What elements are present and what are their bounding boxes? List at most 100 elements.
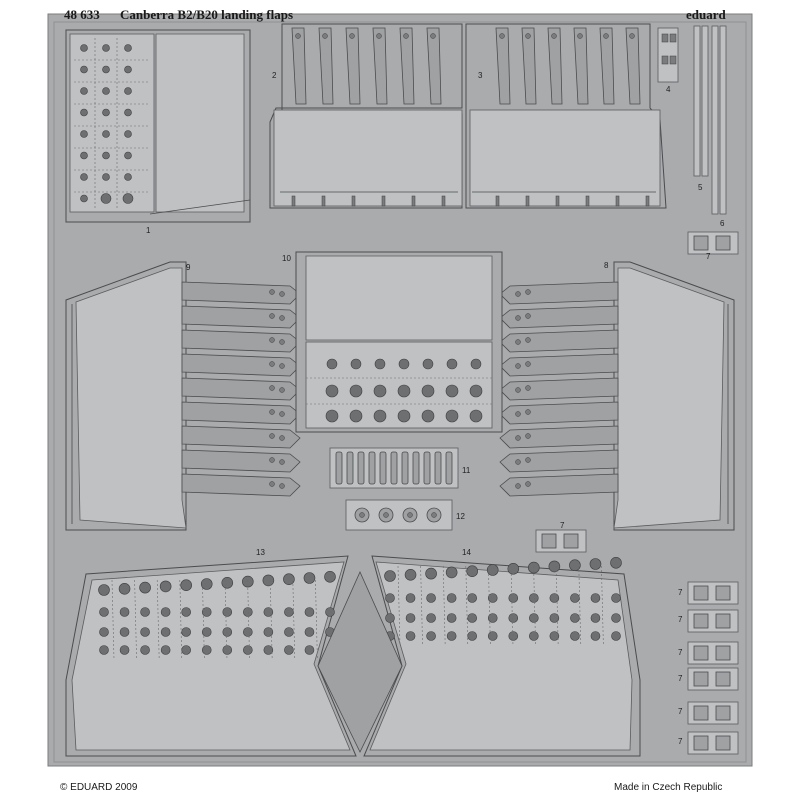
tab-slot — [291, 195, 296, 207]
rivet-hole — [80, 65, 88, 74]
lightening-hole — [180, 579, 192, 592]
rib-hole — [269, 385, 275, 391]
part-number-9: 9 — [186, 263, 191, 272]
part-number-3: 3 — [478, 71, 483, 80]
lightening-hole — [303, 572, 316, 584]
bracket-tab — [693, 705, 709, 721]
lightening-hole — [349, 384, 363, 398]
rivet-hole — [102, 130, 110, 138]
rib-hole — [279, 363, 285, 369]
star-center — [359, 512, 365, 518]
hinge-rib — [573, 27, 589, 105]
hinge-rib — [291, 27, 307, 105]
lightening-hole — [201, 607, 212, 617]
lightening-hole — [508, 631, 519, 641]
lightening-hole — [610, 556, 622, 569]
tab-slot — [495, 195, 500, 207]
flap-rib — [181, 449, 301, 473]
rivet-hole — [80, 108, 88, 117]
rib-hole — [349, 33, 355, 39]
rivet-hole — [100, 193, 112, 204]
lightening-hole — [611, 631, 621, 641]
lightening-hole — [325, 607, 335, 617]
rivet-hole — [80, 173, 88, 181]
lightening-hole — [304, 627, 315, 637]
product-code: 48 633 — [64, 7, 100, 22]
lightening-hole — [487, 613, 498, 623]
rib-hole — [279, 411, 285, 417]
bracket-tab — [715, 235, 731, 251]
bracket-tab — [715, 645, 731, 661]
rivet-line — [224, 579, 228, 661]
lightening-hole — [405, 593, 416, 603]
lightening-hole — [446, 631, 457, 641]
part-number-8: 8 — [604, 261, 609, 270]
lightening-hole — [398, 358, 410, 370]
rivet-line — [533, 565, 536, 647]
rivet-hole — [122, 193, 134, 204]
rib-hole — [525, 385, 531, 391]
lightening-hole — [487, 593, 498, 603]
lightening-hole — [446, 358, 458, 370]
rivet-line — [202, 579, 205, 661]
lightening-hole — [426, 593, 436, 603]
rivet-line — [420, 565, 423, 647]
rivet-hole — [124, 173, 132, 181]
lightening-hole — [467, 631, 477, 641]
rib-hole — [322, 33, 328, 39]
lightening-hole — [263, 627, 274, 637]
slot-tab — [335, 451, 343, 485]
tab-slot — [381, 195, 386, 207]
flap-rib — [181, 377, 301, 401]
part-number-5: 5 — [698, 183, 703, 192]
rivet-hole — [124, 108, 132, 117]
slot-tab — [368, 451, 376, 485]
lightening-hole — [160, 607, 171, 617]
rib-hole — [269, 337, 275, 343]
rib-hole — [515, 387, 521, 393]
rivet-line — [247, 579, 250, 661]
lightening-hole — [404, 568, 417, 581]
rib-hole — [279, 387, 285, 393]
lightening-hole — [324, 570, 336, 583]
rib-hole — [629, 33, 635, 39]
tab-slot — [645, 195, 650, 207]
lightening-hole — [570, 631, 580, 641]
part-4 — [657, 27, 679, 83]
rib-hole — [430, 33, 436, 39]
lightening-hole — [139, 581, 151, 594]
lightening-hole — [222, 627, 233, 637]
rib-hole — [269, 433, 275, 439]
slot-tab — [423, 451, 431, 485]
bracket-tab — [693, 671, 709, 687]
slot-tab — [445, 451, 453, 485]
hinge-rib — [625, 27, 641, 105]
lightening-hole — [426, 631, 436, 641]
lightening-hole — [589, 558, 602, 570]
rib-hole — [515, 459, 521, 465]
rib-hole — [269, 289, 275, 295]
rivet-line — [397, 565, 401, 647]
rib-hole — [499, 33, 505, 39]
part-8 — [499, 261, 735, 531]
flap-rib — [499, 473, 619, 497]
lightening-hole — [119, 645, 130, 655]
lightening-hole — [590, 593, 601, 603]
rib-hole — [577, 33, 583, 39]
rivet-line — [510, 565, 514, 647]
lightening-hole — [160, 627, 171, 637]
part-number-7h: 7 — [678, 737, 683, 746]
flap-rib — [499, 353, 619, 377]
lightening-hole — [469, 409, 483, 423]
bracket-tab — [693, 735, 709, 751]
rib-hole — [525, 481, 531, 487]
hinge-rib — [521, 27, 537, 105]
lightening-hole — [243, 607, 253, 617]
rivet-hole — [102, 65, 110, 74]
lightening-hole — [470, 358, 482, 370]
lightening-hole — [467, 613, 477, 623]
part-9 — [65, 261, 301, 531]
part-number-10: 10 — [282, 254, 291, 263]
slot-tab — [434, 451, 442, 485]
tab-slot — [351, 195, 356, 207]
